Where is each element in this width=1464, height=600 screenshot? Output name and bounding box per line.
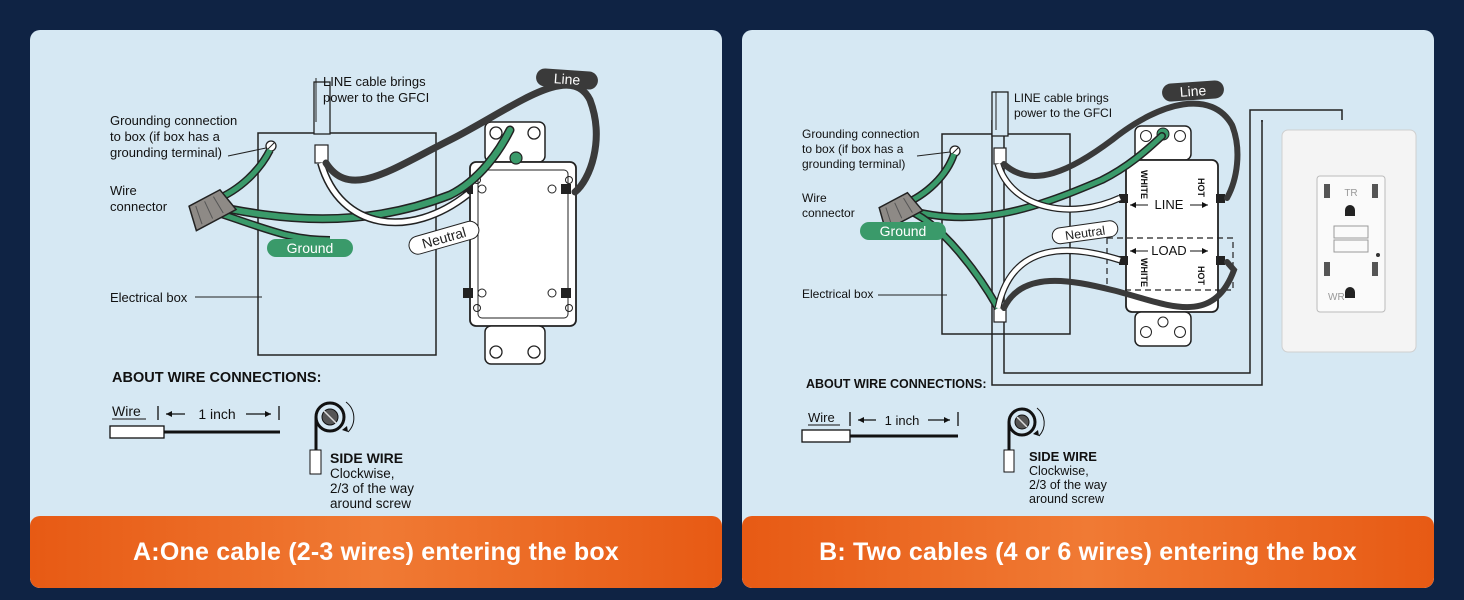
label-grounding-1: Grounding connection: [110, 113, 237, 128]
wiring-diagram-one-cable: Line Ground Neutral LINE cable brings po…: [109, 68, 600, 511]
line-hot-wire: [322, 81, 600, 196]
label-clockwise-1: Clockwise,: [1029, 464, 1089, 478]
tag-line: [536, 68, 598, 90]
label-electrical-box: Electrical box: [110, 290, 188, 305]
neutral-wire-line: [995, 163, 1121, 212]
tag-line-label: Line: [1179, 82, 1207, 100]
label-grounding-2: to box (if box has a: [110, 129, 221, 144]
tag-line-label: Line: [553, 70, 581, 88]
tag-line: [1162, 80, 1224, 102]
tag-neutral: [1051, 220, 1119, 245]
label-hot-load: HOT: [1196, 266, 1206, 286]
label-wire-connector-2: connector: [110, 199, 168, 214]
label-one-inch: 1 inch: [885, 413, 920, 428]
label-clockwise-3: around screw: [1029, 492, 1105, 506]
label-grounding-1: Grounding connection: [802, 127, 919, 141]
label-side-wire: SIDE WIRE: [1029, 449, 1097, 464]
label-clockwise-1: Clockwise,: [330, 466, 395, 481]
gfci-receptacle-back: [1106, 125, 1234, 347]
gfci-outlet-front: [1281, 129, 1417, 353]
load-hot-wire: [1001, 259, 1238, 311]
line-cable-sheath: [313, 81, 331, 135]
outlet-wr-mark: WR: [1328, 292, 1345, 303]
panel-two-cables: WHITE HOT WHITE HOT LINE LOAD Line: [742, 30, 1434, 588]
caption-one-cable: A:One cable (2-3 wires) entering the box: [30, 516, 722, 588]
label-line-terminal: LINE: [1155, 197, 1184, 212]
label-electrical-box: Electrical box: [802, 287, 873, 301]
wire-insulation-icon: [109, 425, 165, 439]
ground-wire-to-gfci: [899, 133, 1165, 220]
label-grounding-2: to box (if box has a: [802, 142, 904, 156]
label-line-cable-2: power to the GFCI: [1014, 106, 1112, 120]
ground-wire-to-gfci: [207, 127, 513, 222]
side-wire-screw-icon: [309, 401, 355, 475]
label-side-wire: SIDE WIRE: [330, 450, 403, 466]
label-grounding-3: grounding terminal): [110, 145, 222, 160]
gfci-receptacle-back: [463, 121, 577, 365]
label-clockwise-2: 2/3 of the way: [330, 481, 414, 496]
panel-one-cable: Line Ground Neutral LINE cable brings po…: [30, 30, 722, 588]
label-clockwise-3: around screw: [330, 496, 411, 511]
label-one-inch: 1 inch: [198, 406, 235, 422]
label-wire-connector-1: Wire: [802, 191, 827, 205]
tag-ground-label: Ground: [880, 223, 927, 239]
label-load-terminal: LOAD: [1151, 243, 1186, 258]
label-white-load: WHITE: [1139, 258, 1149, 287]
outlet-tr-mark: TR: [1344, 188, 1357, 199]
label-wire-connector-2: connector: [802, 206, 855, 220]
label-hot-line: HOT: [1196, 178, 1206, 198]
about-heading: ABOUT WIRE CONNECTIONS:: [806, 377, 987, 391]
label-wire-connector-1: Wire: [110, 183, 137, 198]
tag-neutral-label: Neutral: [1064, 224, 1106, 243]
label-line-cable-2: power to the GFCI: [323, 90, 429, 105]
label-grounding-3: grounding terminal): [802, 157, 905, 171]
line-hot-wire: [1001, 100, 1241, 201]
neutral-wire: [318, 162, 470, 225]
tag-neutral: [408, 220, 480, 255]
label-wire: Wire: [112, 403, 141, 419]
wire-insulation-icon: [801, 429, 851, 443]
tag-ground: [860, 222, 946, 240]
label-wire: Wire: [808, 410, 835, 425]
about-heading: ABOUT WIRE CONNECTIONS:: [112, 370, 321, 386]
tag-ground-label: Ground: [287, 240, 334, 256]
neutral-wire-load: [995, 248, 1121, 309]
label-clockwise-2: 2/3 of the way: [1029, 478, 1108, 492]
label-line-cable-1: LINE cable brings: [323, 74, 426, 89]
wire-connector-icon: [188, 188, 238, 232]
tag-ground: [267, 239, 353, 257]
line-cable-sheath: [991, 91, 1009, 137]
wiring-diagram-two-cables: WHITE HOT WHITE HOT LINE LOAD Line: [801, 80, 1417, 506]
label-line-cable-1: LINE cable brings: [1014, 91, 1109, 105]
label-white-line: WHITE: [1139, 170, 1149, 199]
side-wire-screw-icon: [1003, 407, 1045, 473]
caption-two-cables: B: Two cables (4 or 6 wires) entering th…: [742, 516, 1434, 588]
